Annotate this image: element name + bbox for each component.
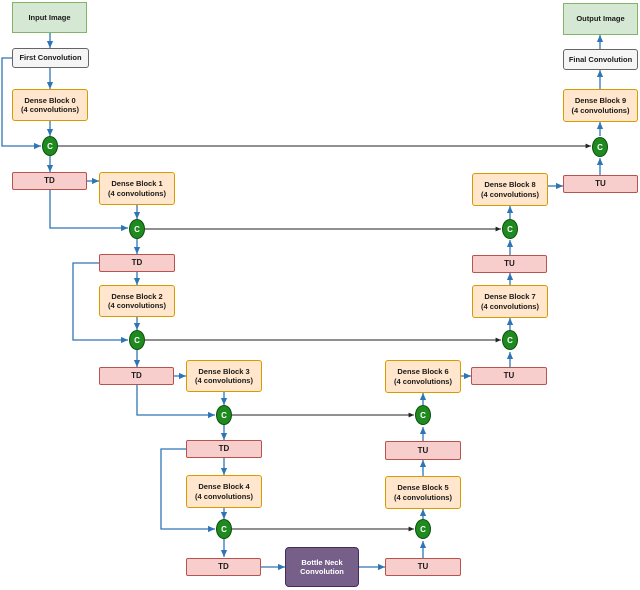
transition-down-2-label: TD — [131, 371, 142, 380]
dense-block-2-detail: (4 convolutions) — [108, 301, 166, 310]
dense-block-5-name: Dense Block 5 — [397, 483, 449, 493]
dense-block-8-name: Dense Block 8 — [484, 180, 536, 190]
skip-td2-to-c3 — [136, 385, 215, 419]
transition-down-1: TD — [99, 254, 175, 272]
input-image-label: Input Image — [28, 12, 71, 22]
transition-down-4: TD — [186, 558, 261, 576]
skip-first-conv-to-c0 — [1, 57, 42, 150]
dense-block-0-detail: (4 convolutions) — [21, 105, 79, 114]
transition-up-0: TU — [563, 175, 638, 193]
dense-block-7-name: Dense Block 7 — [484, 292, 536, 302]
dense-block-6-name: Dense Block 6 — [397, 367, 449, 377]
dense-block-6: Dense Block 6 (4 convolutions) — [385, 360, 461, 393]
concat-node-1: C — [129, 219, 145, 239]
bottleneck-line1: Bottle Neck — [301, 557, 343, 567]
dense-block-4: Dense Block 4 (4 convolutions) — [186, 475, 262, 508]
concat-node-2: C — [129, 330, 145, 350]
transition-up-1: TU — [472, 255, 547, 273]
final-convolution-label: Final Convolution — [568, 54, 633, 64]
skip-td0-to-c1 — [49, 190, 128, 232]
skip-td1-to-c2 — [72, 262, 128, 344]
concat-node-8-label: C — [507, 224, 513, 234]
dense-block-9-detail: (4 convolutions) — [571, 105, 630, 115]
concat-node-9-label: C — [597, 142, 603, 152]
dense-block-7-detail: (4 convolutions) — [481, 301, 539, 311]
dense-block-8-detail: (4 convolutions) — [481, 189, 539, 199]
first-convolution-box: First Convolution — [12, 48, 89, 68]
concat-node-4-label: C — [221, 524, 227, 534]
concat-node-7-label: C — [507, 335, 513, 345]
transition-down-3: TD — [186, 440, 262, 458]
output-image-label: Output Image — [576, 14, 625, 24]
transition-up-3-label: TU — [417, 445, 429, 455]
transition-up-4-label: TU — [417, 562, 429, 571]
transition-up-4: TU — [385, 558, 461, 576]
dense-block-2-name: Dense Block 2 — [111, 291, 163, 301]
dense-block-1-name: Dense Block 1 — [111, 179, 163, 189]
dense-block-4-detail: (4 convolutions) — [195, 491, 253, 501]
transition-up-2: TU — [471, 367, 547, 385]
dense-block-5-detail: (4 convolutions) — [394, 492, 452, 502]
dense-block-7: Dense Block 7 (4 convolutions) — [472, 285, 548, 318]
transition-up-3: TU — [385, 441, 461, 460]
dense-block-1: Dense Block 1 (4 convolutions) — [99, 172, 175, 205]
concat-node-9: C — [592, 137, 608, 157]
transition-down-0-label: TD — [44, 176, 55, 185]
dense-block-1-detail: (4 convolutions) — [108, 188, 166, 198]
transition-down-2: TD — [99, 367, 174, 385]
concat-node-7: C — [502, 330, 518, 350]
concat-node-3-label: C — [221, 410, 227, 420]
dense-block-2: Dense Block 2 (4 convolutions) — [99, 285, 175, 317]
concat-node-5: C — [415, 519, 431, 539]
concat-node-6: C — [415, 405, 431, 425]
dense-block-5: Dense Block 5 (4 convolutions) — [385, 476, 461, 509]
concat-node-0: C — [42, 136, 58, 156]
output-image-box: Output Image — [563, 3, 638, 35]
concat-node-4: C — [216, 519, 232, 539]
transition-down-1-label: TD — [131, 258, 143, 267]
final-convolution-box: Final Convolution — [563, 49, 638, 70]
concat-node-2-label: C — [134, 335, 140, 345]
dense-block-3-name: Dense Block 3 — [198, 366, 250, 376]
skip-td3-to-c4 — [160, 448, 215, 533]
concat-node-5-label: C — [420, 524, 426, 534]
dense-block-9-name: Dense Block 9 — [574, 96, 627, 106]
bottleneck-line2: Convolution — [300, 567, 344, 576]
transition-down-3-label: TD — [218, 444, 230, 453]
transition-up-1-label: TU — [504, 259, 515, 268]
input-image-box: Input Image — [12, 2, 87, 33]
concat-node-1-label: C — [134, 224, 140, 234]
dense-block-6-detail: (4 convolutions) — [394, 376, 452, 386]
dense-block-3: Dense Block 3 (4 convolutions) — [186, 360, 262, 392]
dense-block-9: Dense Block 9 (4 convolutions) — [563, 89, 638, 122]
transition-down-4-label: TD — [218, 562, 229, 571]
concat-node-0-label: C — [47, 141, 53, 151]
dense-block-4-name: Dense Block 4 — [198, 482, 250, 492]
dense-block-3-detail: (4 convolutions) — [195, 376, 253, 385]
dense-block-8: Dense Block 8 (4 convolutions) — [472, 173, 548, 206]
concat-node-8: C — [502, 219, 518, 239]
first-convolution-label: First Convolution — [19, 53, 82, 63]
concat-node-6-label: C — [420, 410, 426, 420]
dense-block-0-name: Dense Block 0 — [24, 95, 76, 105]
transition-up-2-label: TU — [503, 371, 515, 380]
transition-up-0-label: TU — [595, 179, 606, 188]
dense-block-0: Dense Block 0 (4 convolutions) — [12, 89, 88, 121]
transition-down-0: TD — [12, 172, 87, 190]
bottleneck-convolution-box: Bottle Neck Convolution — [285, 547, 359, 587]
concat-node-3: C — [216, 405, 232, 425]
